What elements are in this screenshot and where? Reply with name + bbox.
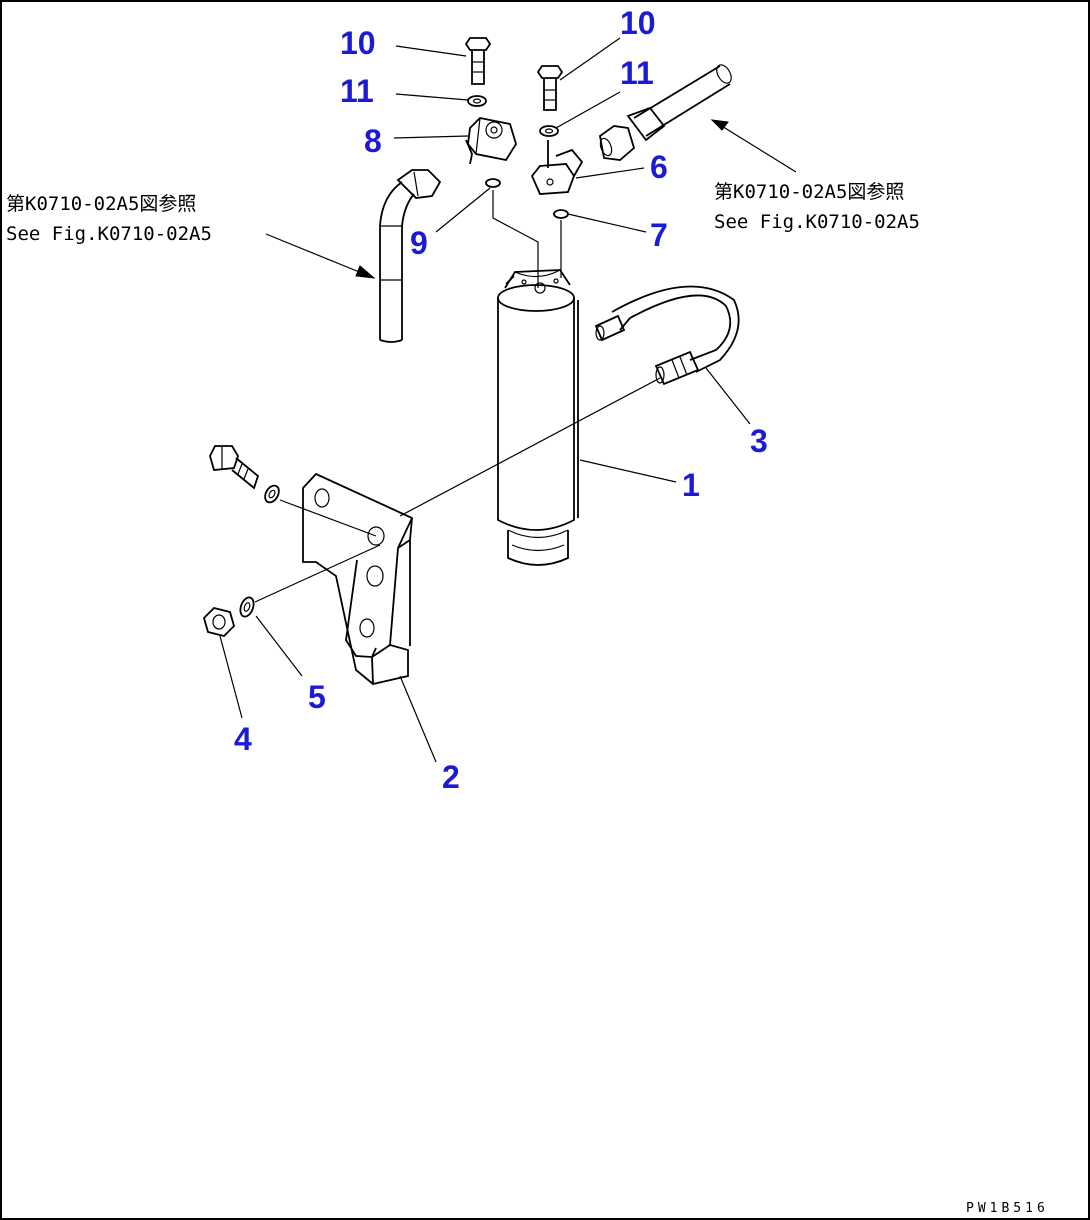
callout-11-right: 11 [620,55,654,91]
washer-11-right [539,125,559,137]
nut [202,607,236,637]
callout-4: 4 [234,721,252,757]
figure-code: PW1B516 [966,1201,1049,1216]
hose [594,285,740,386]
mounting-bolt [209,445,280,504]
fitting-block-left [465,117,517,165]
callout-8: 8 [364,123,382,159]
washer [239,596,255,618]
callout-6: 6 [650,149,668,185]
assembly-line [399,377,661,517]
callout-2: 2 [442,759,460,795]
callout-5: 5 [308,679,326,715]
ref-left-en: See Fig.K0710-02A5 [6,223,212,245]
fitting-block-right [530,140,584,195]
assembly-line [279,499,377,537]
ref-right-jp: 第K0710-02A5図参照 [714,181,904,203]
o-ring-7 [553,209,569,219]
left-pipe [379,169,442,343]
callout-3: 3 [750,423,768,459]
callout-11-left: 11 [340,73,374,109]
bolt-10-left [464,37,492,85]
leader-lines [219,37,797,763]
callout-10-left: 10 [340,25,376,61]
callout-9: 9 [410,225,428,261]
bolt-10-right [536,65,564,111]
callout-7: 7 [650,217,668,253]
receiver-drier [497,269,579,566]
assembly-line [492,190,539,288]
o-ring-9 [485,178,501,188]
ref-right-en: See Fig.K0710-02A5 [714,211,920,233]
bracket [302,472,413,685]
washer-11-left [467,95,487,107]
right-pipe [599,64,732,161]
callout-10-right: 10 [620,5,656,41]
ref-left-jp: 第K0710-02A5図参照 [6,193,196,215]
callout-1: 1 [682,467,700,503]
assembly-line [254,544,381,603]
